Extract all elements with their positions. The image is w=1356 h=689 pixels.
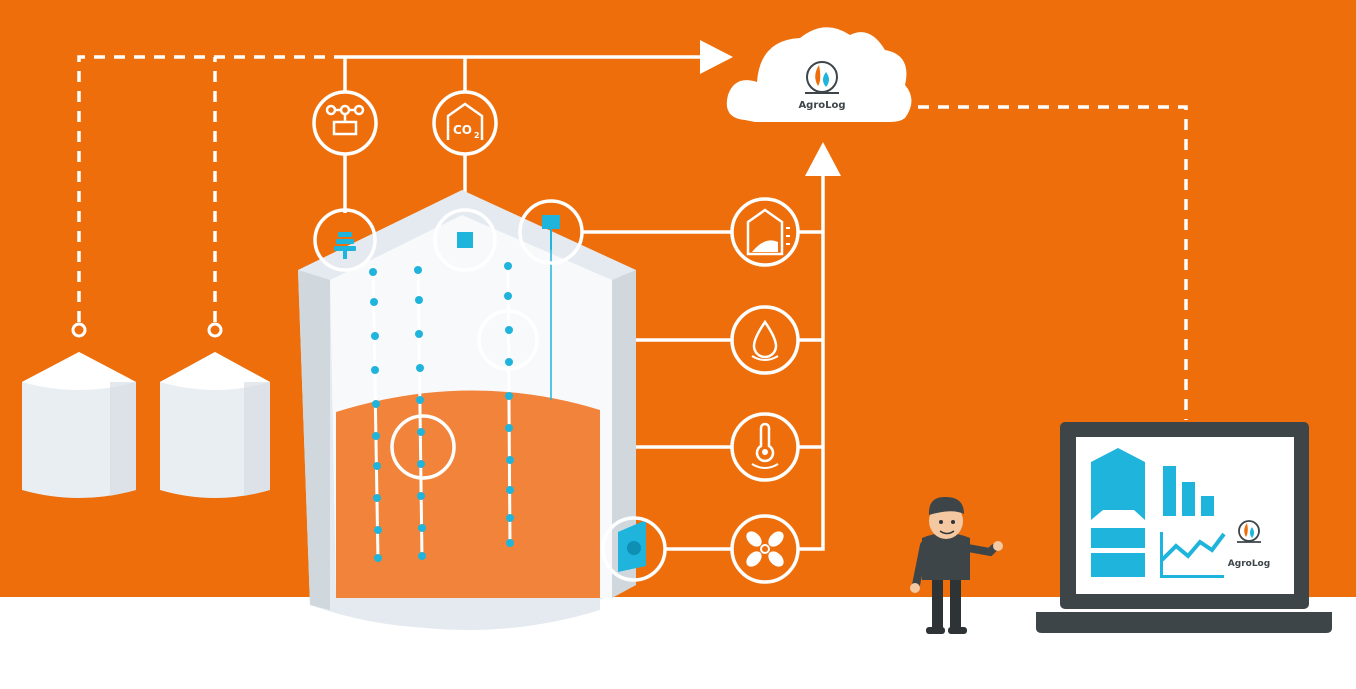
cloud-brand-label: AgroLog — [798, 100, 845, 111]
co2-icon: CO 2 — [432, 90, 498, 156]
dashed-line-silo-1 — [77, 55, 345, 322]
person-character — [910, 496, 1003, 634]
dashed-line-cloud-to-laptop — [918, 105, 1188, 420]
main-silo — [298, 190, 646, 630]
highlight-circles — [313, 199, 667, 582]
fan-icon — [730, 514, 800, 584]
grain-fill — [336, 390, 600, 598]
laptop-agrolog-flame-drop-icon — [1237, 520, 1261, 543]
laptop-brand-label: AgroLog — [1228, 559, 1270, 569]
arrow-to-cloud-up — [805, 142, 841, 176]
agrolog-cloud: AgroLog — [726, 27, 912, 122]
roof-level-sensor — [542, 215, 560, 229]
sensor-beads — [369, 262, 514, 562]
roof-weather-sensor — [334, 232, 356, 259]
agrolog-flame-drop-icon — [805, 61, 839, 94]
grain-level-icon — [730, 197, 800, 267]
small-silo-1 — [22, 322, 136, 498]
temperature-icon — [730, 412, 800, 482]
arrow-to-cloud-right — [700, 40, 733, 74]
laptop: AgroLog — [1036, 422, 1332, 633]
dashboard-graphics — [1091, 448, 1226, 578]
moisture-icon — [730, 305, 800, 375]
co2-label: CO — [453, 123, 472, 137]
weather-station-icon — [312, 90, 378, 156]
dashed-connections — [77, 55, 1188, 420]
roof-co2-sensor — [457, 232, 473, 248]
small-silo-2 — [160, 322, 270, 498]
fan-unit — [618, 520, 646, 572]
co2-subscript: 2 — [474, 131, 480, 140]
